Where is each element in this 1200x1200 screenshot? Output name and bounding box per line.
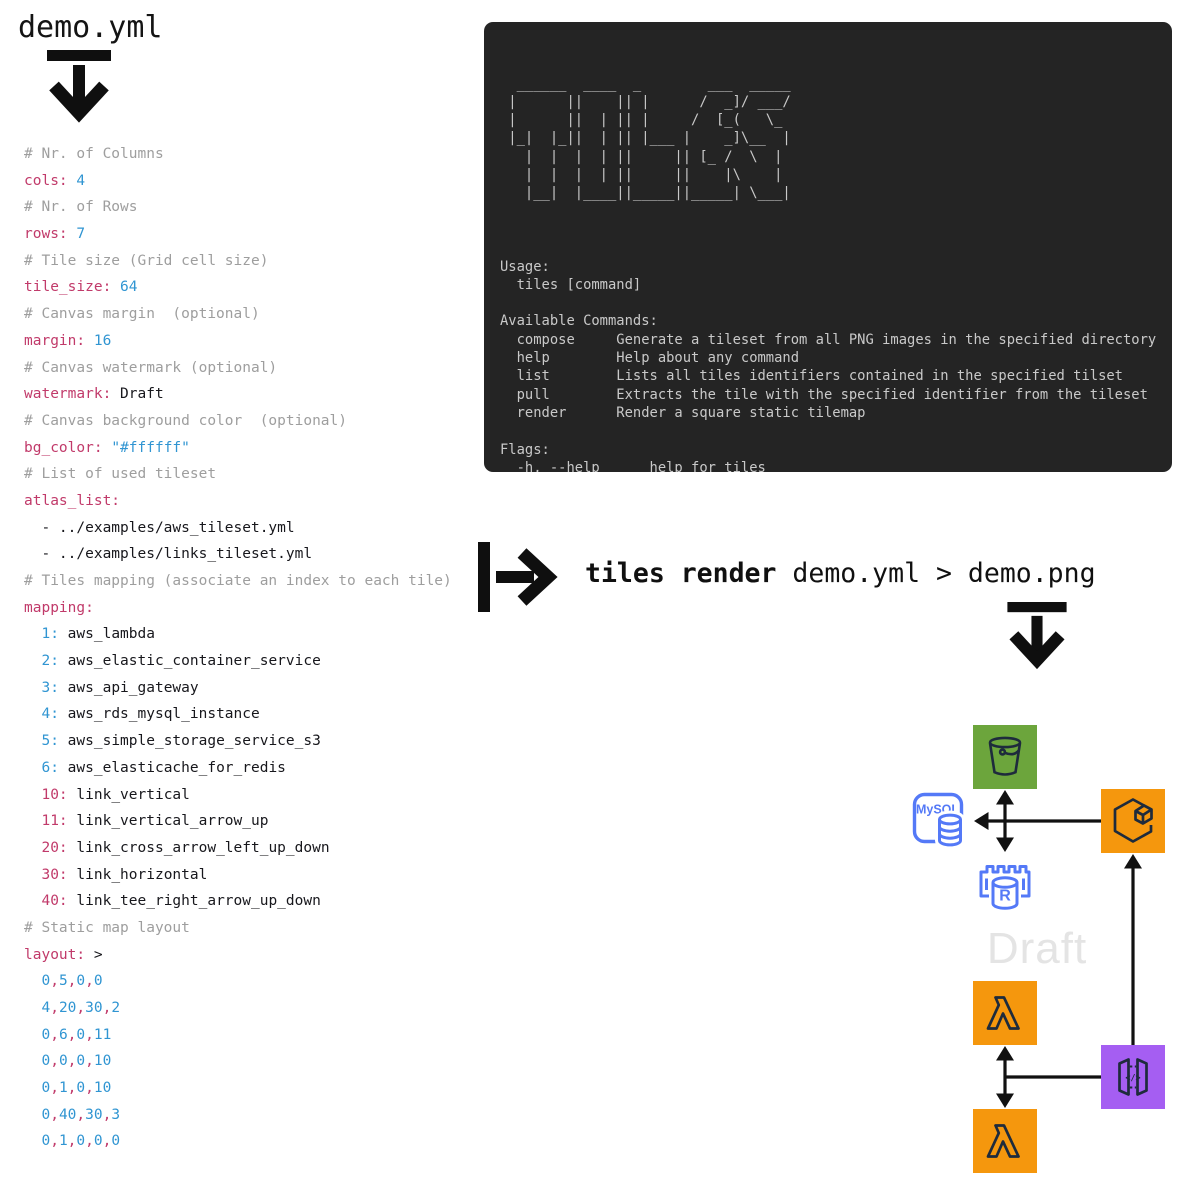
yaml-line: # Canvas background color (optional): [24, 412, 348, 429]
render-command: tiles render demo.yml > demo.png: [585, 558, 1096, 589]
yaml-line: mapping:: [24, 599, 94, 616]
aws_elasticache_for_redis: R: [973, 853, 1037, 917]
yaml-line: - ../examples/aws_tileset.yml: [24, 519, 295, 536]
terminal-line: help Help about any command: [500, 350, 800, 367]
yaml-line: watermark: Draft: [24, 386, 164, 403]
yaml-line: 3: aws_api_gateway: [41, 679, 199, 696]
aws_simple_storage_service_s3: [973, 725, 1037, 789]
terminal-line: pull Extracts the tile with the specifie…: [500, 386, 1148, 403]
rendered-tilemap: Draft MySQL: [893, 709, 1181, 1189]
yaml-line: 30: link_horizontal: [41, 866, 208, 883]
yaml-line: - ../examples/links_tileset.yml: [24, 546, 313, 563]
aws_elastic_container_service: [1101, 789, 1165, 853]
link_horizontal: [1037, 789, 1101, 853]
terminal-line: list Lists all tiles identifiers contain…: [500, 368, 1123, 385]
terminal-line: tiles [command]: [500, 276, 642, 293]
yaml-line: 11: link_vertical_arrow_up: [41, 813, 269, 830]
download-arrow-icon: [1007, 602, 1067, 670]
svg-text:R: R: [999, 888, 1011, 905]
link_vertical: [1101, 981, 1165, 1045]
link_cross_arrow_left_up_down: [973, 789, 1037, 853]
aws_lambda: [973, 1109, 1037, 1173]
maps-to-arrow-icon: [478, 542, 558, 612]
link_tee_right_arrow_up_down: [973, 1045, 1037, 1109]
aws_api_gateway: </>: [1101, 1045, 1165, 1109]
yaml-line: # Tile size (Grid cell size): [24, 252, 269, 269]
yaml-line: atlas_list:: [24, 492, 121, 509]
yaml-code-block: # Nr. of Columns cols: 4 # Nr. of Rows rows…: [24, 141, 452, 1155]
tiles-ascii-logo: ______ ____ _ ___ _____ | || || | / _]/ …: [508, 75, 791, 202]
yaml-line: margin: 16: [24, 332, 112, 349]
yaml-line: tile_size: 64: [24, 279, 138, 296]
terminal-line: [500, 294, 1156, 312]
yaml-line: # Nr. of Columns: [24, 146, 164, 162]
yaml-line: # List of used tileset: [24, 466, 217, 483]
command-args: demo.yml > demo.png: [776, 558, 1096, 589]
yaml-line: # Nr. of Rows: [24, 199, 138, 216]
terminal-line: Available Commands:: [500, 313, 658, 330]
yaml-line: # Static map layout: [24, 919, 190, 936]
yaml-line: 5: aws_simple_storage_service_s3: [41, 733, 321, 750]
yaml-line: 0,6,0,11: [41, 1026, 112, 1043]
yaml-line: bg_color: "#ffffff": [24, 439, 190, 456]
yaml-line: 0,1,0,10: [41, 1080, 112, 1097]
terminal-window: ______ ____ _ ___ _____ | || || | / _]/ …: [484, 22, 1172, 472]
aws_lambda: [973, 981, 1037, 1045]
yaml-line: layout: >: [24, 946, 103, 963]
yaml-line: 2: aws_elastic_container_service: [41, 653, 321, 670]
svg-text:</>: </>: [1125, 1074, 1140, 1084]
yaml-line: 4,20,30,2: [41, 1000, 121, 1016]
aws_rds_mysql_instance: MySQL: [909, 789, 973, 853]
yaml-line: 1: aws_lambda: [41, 626, 155, 643]
yaml-line: # Tiles mapping (associate an index to e…: [24, 573, 452, 589]
download-arrow-icon: [47, 50, 111, 123]
yaml-line: 40: link_tee_right_arrow_up_down: [41, 893, 321, 910]
link_vertical: [1101, 917, 1165, 981]
yaml-line: 10: link_vertical: [41, 786, 190, 803]
yaml-line: rows: 7: [24, 226, 86, 243]
yaml-line: cols: 4: [24, 172, 86, 189]
link_vertical_arrow_up: [1101, 853, 1165, 917]
terminal-line: [500, 422, 1156, 440]
watermark-text: Draft: [986, 924, 1088, 973]
terminal-help-output: Usage: tiles [command] Available Commands…: [500, 239, 1156, 472]
terminal-line: compose Generate a tileset from all PNG …: [500, 331, 1157, 348]
yaml-line: 4: aws_rds_mysql_instance: [41, 706, 260, 723]
yaml-line: # Canvas watermark (optional): [24, 359, 278, 376]
yaml-line: 0,5,0,0: [41, 973, 103, 990]
yaml-line: 0,0,0,10: [41, 1053, 112, 1070]
yaml-line: # Canvas margin (optional): [24, 306, 260, 323]
link_horizontal: [1037, 1045, 1101, 1109]
terminal-line: [500, 239, 1156, 257]
terminal-line: render Render a square static tilemap: [500, 404, 866, 421]
terminal-line: Flags:: [500, 441, 550, 458]
yaml-line: 6: aws_elasticache_for_redis: [41, 759, 286, 776]
terminal-line: -h, --help help for tiles: [500, 459, 766, 472]
yaml-line: 20: link_cross_arrow_left_up_down: [41, 839, 330, 856]
terminal-line: Usage:: [500, 258, 550, 275]
yaml-filename-title: demo.yml: [18, 10, 163, 45]
yaml-line: 0,1,0,0,0: [41, 1133, 121, 1150]
command-name: tiles render: [585, 558, 777, 589]
yaml-line: 0,40,30,3: [41, 1106, 121, 1123]
